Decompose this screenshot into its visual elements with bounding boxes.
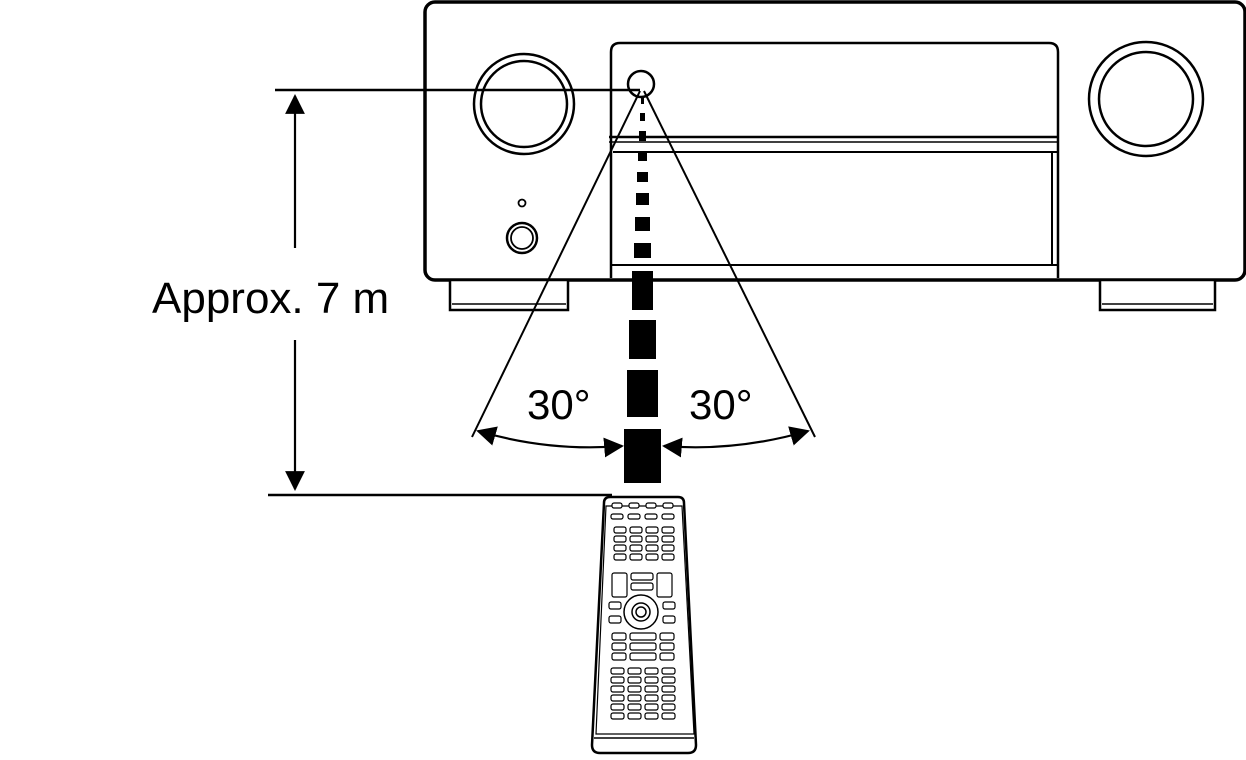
remote-button [661, 513, 675, 520]
remote-nav-pad [623, 594, 659, 630]
remote-button [644, 712, 659, 720]
remote-button [645, 502, 657, 509]
remote-button [628, 502, 640, 509]
remote-button [661, 694, 676, 702]
av-receiver [423, 0, 1246, 312]
remote-button [662, 601, 676, 610]
remote-button [610, 685, 625, 693]
angle-right-label: 30° [689, 381, 753, 428]
receiver-foot-right [1098, 278, 1217, 312]
remote-button [661, 526, 675, 534]
remote-button [629, 535, 643, 543]
remote-button [645, 526, 659, 534]
angle-left-label: 30° [527, 381, 591, 428]
beam-cone [471, 90, 816, 438]
remote-button [627, 667, 642, 675]
display-panel [609, 41, 1060, 278]
remote-button [627, 712, 642, 720]
remote-button [661, 553, 675, 561]
remote-buttons [608, 502, 676, 720]
remote-button [611, 572, 628, 598]
remote-button [645, 544, 659, 552]
remote-button [627, 676, 642, 684]
remote-button [610, 703, 625, 711]
remote-control [590, 495, 698, 755]
remote-button [629, 642, 657, 651]
remote-button [629, 526, 643, 534]
distance-label: Approx. 7 m [152, 274, 389, 323]
remote-button [644, 667, 659, 675]
remote-button [627, 513, 641, 520]
remote-button [645, 535, 659, 543]
remote-button [661, 685, 676, 693]
cone-left-line [471, 90, 641, 438]
remote-button [644, 703, 659, 711]
remote-button [610, 712, 625, 720]
remote-button [629, 632, 657, 641]
remote-button [629, 652, 657, 661]
angle-arc-right [662, 426, 810, 458]
remote-button [611, 632, 627, 641]
remote-button [645, 553, 659, 561]
remote-button [627, 685, 642, 693]
remote-button [662, 502, 674, 509]
remote-button [661, 667, 676, 675]
remote-button [627, 703, 642, 711]
remote-button [629, 553, 643, 561]
remote-button [610, 513, 624, 520]
distance-dimension [268, 88, 640, 497]
remote-button [629, 544, 643, 552]
remote-button [613, 526, 627, 534]
power-indicator [517, 198, 527, 208]
remote-button [644, 513, 658, 520]
input-selector-knob [472, 52, 576, 156]
remote-button [627, 694, 642, 702]
receiver-foot-left [448, 278, 570, 312]
remote-button [630, 572, 654, 581]
remote-button [659, 642, 675, 651]
remote-button [611, 642, 627, 651]
remote-button [608, 615, 622, 624]
remote-button [611, 652, 627, 661]
remote-button [644, 676, 659, 684]
remote-button [656, 572, 673, 598]
remote-button [613, 553, 627, 561]
remote-button [661, 544, 675, 552]
remote-sensor [626, 69, 656, 99]
remote-button [644, 694, 659, 702]
ir-signal-beam [624, 96, 661, 483]
remote-button [613, 544, 627, 552]
angle-arc-left [476, 426, 624, 458]
power-button [505, 221, 539, 255]
remote-button [661, 712, 676, 720]
remote-button [659, 652, 675, 661]
remote-button [630, 582, 654, 591]
remote-button [608, 601, 622, 610]
remote-button [611, 502, 623, 509]
remote-button [610, 694, 625, 702]
remote-button [661, 676, 676, 684]
remote-button [613, 535, 627, 543]
remote-button [659, 632, 675, 641]
remote-button [661, 703, 676, 711]
remote-button [610, 667, 625, 675]
remote-button [662, 615, 676, 624]
cone-right-line [643, 90, 816, 438]
volume-knob [1087, 40, 1205, 158]
remote-button [610, 676, 625, 684]
remote-button [661, 535, 675, 543]
remote-button [644, 685, 659, 693]
